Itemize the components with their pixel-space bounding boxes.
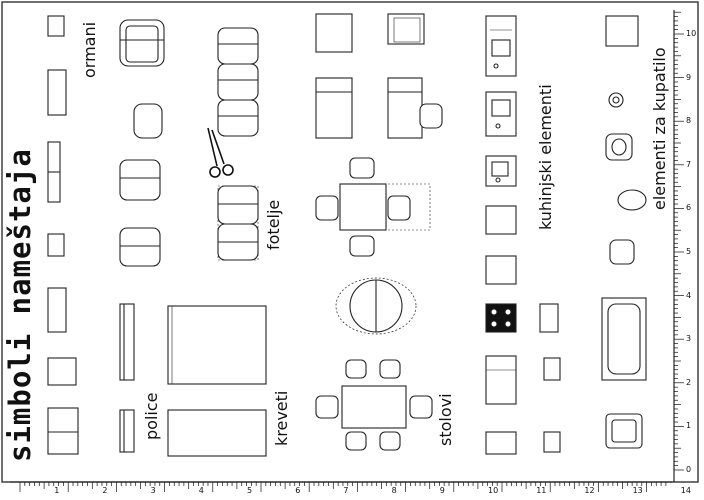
label-fotelje: fotelje: [264, 199, 283, 250]
ruler-label-right: 6: [686, 203, 692, 213]
ruler-label-bottom: 14: [680, 486, 691, 495]
ruler-label-bottom: 4: [198, 486, 204, 495]
kuhinjski-symbols: [485, 15, 561, 455]
ruler-label-right: 8: [686, 116, 692, 126]
ruler-label-right: 7: [686, 159, 692, 169]
ruler-label-bottom: 9: [439, 486, 445, 495]
label-elementi-za-kupatilo: elementi za kupatilo: [650, 47, 669, 210]
ruler-label-bottom: 6: [295, 486, 301, 495]
ruler-label-right: 2: [686, 377, 692, 387]
ormani-symbols: [47, 15, 79, 455]
ruler-label-right: 1: [686, 421, 692, 431]
label-ormani: ormani: [80, 21, 99, 78]
ruler-label-bottom: 8: [391, 486, 397, 495]
ruler-label-bottom: 10: [488, 486, 499, 495]
page-title: simboli nameštaja: [3, 148, 37, 462]
ruler-label-bottom: 11: [536, 486, 547, 495]
label-stolovi: stolovi: [436, 393, 455, 446]
label-police: police: [142, 392, 161, 440]
stove-symbol: [485, 303, 517, 333]
ruler-label-bottom: 2: [102, 486, 108, 495]
scissors-icon: [207, 127, 234, 178]
desk-symbols: [315, 13, 443, 139]
fotelje-symbols: [119, 19, 259, 267]
police-symbols: [119, 303, 135, 453]
ruler-label-right: 5: [686, 247, 692, 256]
ruler-label-right: 0: [686, 465, 692, 474]
ruler-label-bottom: 12: [584, 486, 595, 495]
ruler-label-right: 9: [686, 72, 692, 82]
ruler-label-right: 10: [686, 29, 697, 38]
ruler-label-bottom: 7: [343, 486, 349, 495]
label-kreveti: kreveti: [272, 390, 291, 446]
ruler-label-bottom: 5: [247, 486, 253, 495]
stolovi-symbols: [315, 157, 433, 451]
ruler-label-right: 4: [686, 290, 692, 300]
ruler-label-bottom: 1: [54, 486, 60, 495]
ruler-label-bottom: 13: [632, 486, 643, 495]
ruler-label-right: 3: [686, 334, 692, 344]
ruler-label-bottom: 3: [150, 486, 156, 495]
kreveti-symbols: [167, 305, 267, 457]
kupatilo-symbols: [601, 15, 647, 449]
label-kuhinjski-elementi: kuhinjski elementi: [536, 84, 555, 230]
